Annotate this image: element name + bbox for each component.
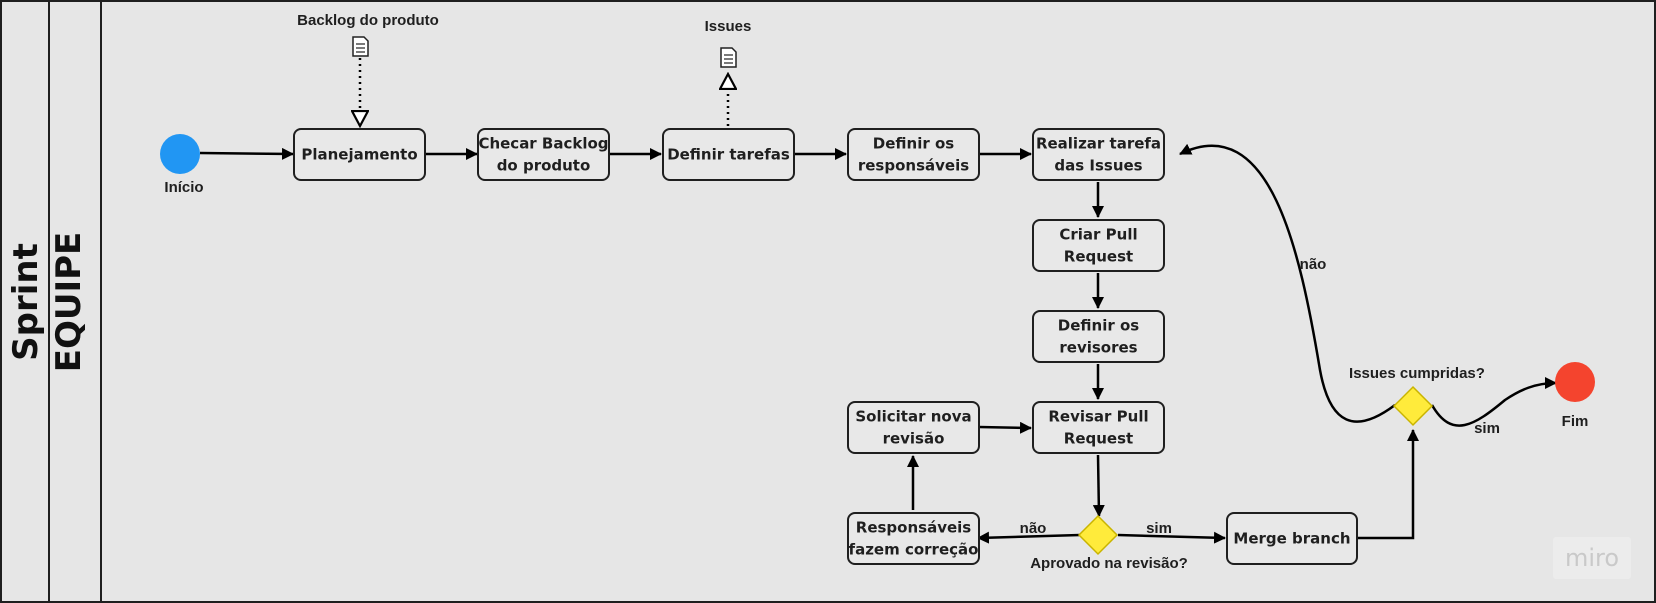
edge-label-cumpridas-nao: não	[1300, 256, 1327, 273]
flow-gateway2-sim	[1430, 377, 1557, 427]
task-definir-tarefas[interactable]: Definir tarefas	[662, 128, 795, 181]
task-definir-responsaveis-line-1: Definir os	[873, 135, 954, 153]
edge-label-aprovado-nao: não	[1020, 520, 1047, 537]
flow-revisar-gateway	[1092, 454, 1105, 517]
task-definir-tarefas-line-1: Definir tarefas	[667, 146, 790, 164]
task-realizar-tarefa-line-1: Realizar tarefa	[1036, 135, 1161, 153]
task-definir-revisores-line-2: revisores	[1059, 339, 1137, 357]
task-checar-backlog-line-1: Checar Backlog	[478, 135, 608, 153]
task-planejamento[interactable]: Planejamento	[293, 128, 426, 181]
document-icon	[352, 36, 369, 57]
data-object-backlog-label: Backlog do produto	[297, 12, 439, 29]
edge-label-aprovado-sim: sim	[1146, 520, 1172, 537]
data-object-issues-label: Issues	[705, 18, 752, 35]
task-definir-revisores-line-1: Definir os	[1058, 317, 1139, 335]
task-realizar-tarefa-line-2: das Issues	[1054, 157, 1142, 175]
task-revisar-pr-line-2: Request	[1064, 430, 1133, 448]
task-responsaveis-correcao-line-1: Responsáveis	[856, 519, 972, 537]
task-merge-branch[interactable]: Merge branch	[1226, 512, 1358, 565]
task-realizar-tarefa[interactable]: Realizar tarefa das Issues	[1032, 128, 1165, 181]
task-responsaveis-correcao[interactable]: Responsáveis fazem correção	[847, 512, 980, 565]
task-criar-pr[interactable]: Criar Pull Request	[1032, 219, 1165, 272]
task-planejamento-line-1: Planejamento	[301, 146, 417, 164]
document-icon	[720, 47, 737, 68]
task-responsaveis-correcao-line-2: fazem correção	[849, 541, 979, 559]
gateway-aprovado[interactable]	[1077, 514, 1119, 556]
gateway-issues-cumpridas[interactable]	[1392, 385, 1434, 427]
start-event[interactable]	[160, 134, 200, 174]
task-solicitar-revisao[interactable]: Solicitar nova revisão	[847, 401, 980, 454]
task-criar-pr-line-1: Criar Pull	[1059, 226, 1137, 244]
lane-title: EQUIPE	[49, 232, 89, 373]
task-merge-branch-line-1: Merge branch	[1233, 530, 1350, 548]
flow-gateway2-nao	[1179, 143, 1396, 423]
task-checar-backlog-line-2: do produto	[497, 157, 591, 175]
flow-gateway-nao	[977, 531, 1081, 544]
flow-solicitar-revisar	[978, 421, 1032, 434]
gateway-issues-cumpridas-label: Issues cumpridas?	[1349, 365, 1485, 382]
flow-merge-gateway2	[1357, 429, 1419, 540]
edge-label-cumpridas-sim: sim	[1474, 420, 1500, 437]
pool-title: Sprint	[6, 243, 46, 361]
watermark-box	[1553, 537, 1631, 579]
flow-gateway-sim	[1117, 531, 1226, 544]
miro-watermark: miro	[1565, 544, 1619, 572]
task-criar-pr-line-2: Request	[1064, 248, 1133, 266]
flow-start-planejamento	[199, 147, 294, 160]
end-event[interactable]	[1555, 362, 1595, 402]
task-solicitar-revisao-line-1: Solicitar nova	[855, 408, 971, 426]
task-revisar-pr-line-1: Revisar Pull	[1048, 408, 1148, 426]
task-revisar-pr[interactable]: Revisar Pull Request	[1032, 401, 1165, 454]
gateway-aprovado-label: Aprovado na revisão?	[1030, 555, 1188, 572]
end-event-label: Fim	[1562, 413, 1589, 430]
task-definir-responsaveis[interactable]: Definir os responsáveis	[847, 128, 980, 181]
task-definir-responsaveis-line-2: responsáveis	[858, 157, 969, 175]
start-event-label: Início	[164, 179, 203, 196]
task-definir-revisores[interactable]: Definir os revisores	[1032, 310, 1165, 363]
task-checar-backlog[interactable]: Checar Backlog do produto	[477, 128, 610, 181]
task-solicitar-revisao-line-2: revisão	[883, 430, 945, 448]
